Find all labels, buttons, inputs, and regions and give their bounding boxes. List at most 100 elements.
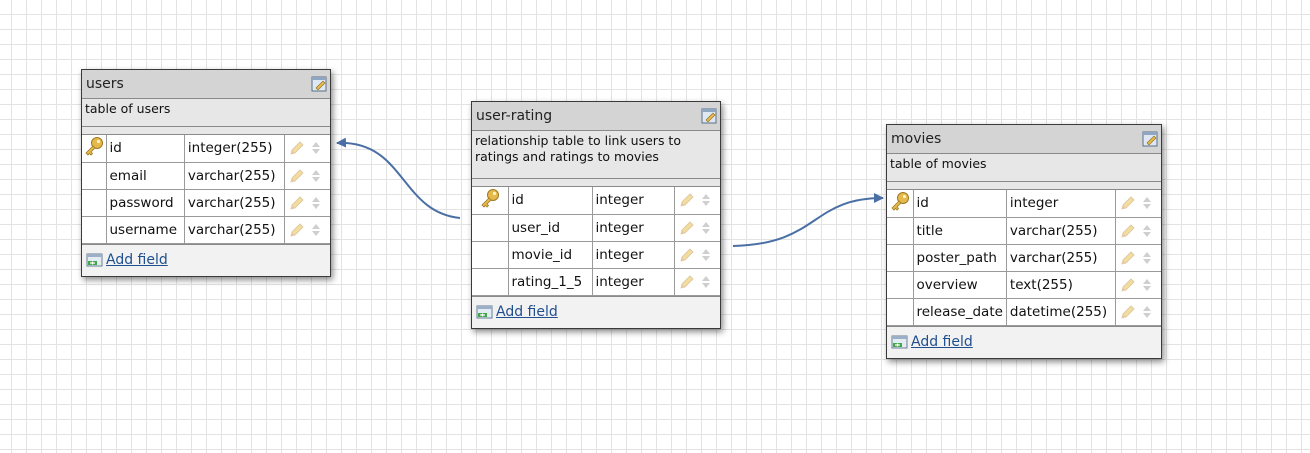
- key-cell: [887, 243, 914, 272]
- edit-table-icon[interactable]: [311, 75, 328, 92]
- field-row[interactable]: overview text(255): [887, 270, 1161, 299]
- field-name[interactable]: id: [912, 190, 1007, 218]
- field-name[interactable]: poster_path: [912, 243, 1007, 272]
- edit-field-pencil-icon[interactable]: [289, 222, 305, 238]
- field-type[interactable]: varchar(255): [183, 215, 285, 244]
- field-type[interactable]: varchar(255): [183, 188, 285, 217]
- reorder-arrows-icon[interactable]: [701, 274, 711, 290]
- field-actions: [673, 267, 720, 296]
- table-description[interactable]: table of movies: [887, 154, 1161, 182]
- reorder-arrows-icon[interactable]: [1142, 304, 1152, 320]
- edit-field-pencil-icon[interactable]: [1120, 195, 1136, 211]
- edit-field-pencil-icon[interactable]: [1120, 277, 1136, 293]
- add-field-icon[interactable]: [891, 334, 909, 350]
- edit-table-icon[interactable]: [701, 107, 718, 124]
- field-row[interactable]: movie_id integer: [472, 240, 720, 269]
- primary-key-icon: [481, 189, 499, 208]
- reorder-arrows-icon[interactable]: [311, 140, 321, 156]
- relation-user-rating-to-users[interactable]: [336, 137, 461, 219]
- field-name[interactable]: password: [105, 188, 185, 217]
- field-row[interactable]: id integer: [472, 187, 720, 215]
- field-type[interactable]: datetime(255): [1005, 297, 1116, 326]
- field-name[interactable]: title: [912, 216, 1007, 245]
- edit-field-pencil-icon[interactable]: [289, 168, 305, 184]
- field-row[interactable]: id integer: [887, 190, 1161, 218]
- field-type[interactable]: integer: [591, 213, 675, 242]
- field-row[interactable]: password varchar(255): [82, 188, 330, 217]
- field-actions: [1114, 297, 1161, 326]
- field-type[interactable]: integer: [591, 267, 675, 296]
- field-name[interactable]: id: [507, 187, 593, 215]
- fields-list: id integer user_id integer movie_id inte…: [472, 187, 720, 296]
- table-description[interactable]: table of users: [82, 99, 330, 127]
- field-name[interactable]: email: [105, 161, 185, 190]
- edit-field-pencil-icon[interactable]: [679, 220, 695, 236]
- field-name[interactable]: id: [105, 135, 185, 163]
- field-row[interactable]: user_id integer: [472, 213, 720, 242]
- field-row[interactable]: email varchar(255): [82, 161, 330, 190]
- field-type[interactable]: varchar(255): [183, 161, 285, 190]
- field-row[interactable]: id integer(255): [82, 135, 330, 163]
- field-actions: [1114, 216, 1161, 245]
- field-row[interactable]: release_date datetime(255): [887, 297, 1161, 326]
- reorder-arrows-icon[interactable]: [1142, 250, 1152, 266]
- key-cell: [472, 267, 509, 296]
- table-header[interactable]: users: [82, 70, 330, 99]
- key-cell: [887, 270, 914, 299]
- edit-field-pencil-icon[interactable]: [289, 140, 305, 156]
- relation-user-rating-to-movies[interactable]: [732, 193, 884, 247]
- field-actions: [1114, 190, 1161, 218]
- field-name[interactable]: username: [105, 215, 185, 244]
- reorder-arrows-icon[interactable]: [701, 247, 711, 263]
- field-row[interactable]: username varchar(255): [82, 215, 330, 244]
- table-user-rating[interactable]: user-rating relationship table to link u…: [471, 101, 721, 329]
- reorder-arrows-icon[interactable]: [1142, 195, 1152, 211]
- table-movies[interactable]: movies table of movies id integer title …: [886, 124, 1162, 359]
- add-field-link[interactable]: Add field: [106, 251, 168, 268]
- field-type[interactable]: integer(255): [183, 135, 285, 163]
- edit-field-pencil-icon[interactable]: [289, 195, 305, 211]
- field-type[interactable]: integer: [591, 187, 675, 215]
- key-cell: [82, 161, 107, 190]
- edit-field-pencil-icon[interactable]: [679, 192, 695, 208]
- edit-field-pencil-icon[interactable]: [1120, 250, 1136, 266]
- add-field-link[interactable]: Add field: [911, 333, 973, 350]
- field-type[interactable]: varchar(255): [1005, 216, 1116, 245]
- field-actions: [283, 215, 330, 244]
- edit-field-pencil-icon[interactable]: [679, 274, 695, 290]
- fields-list: id integer title varchar(255) poster_pat…: [887, 190, 1161, 326]
- add-field-icon[interactable]: [86, 252, 104, 268]
- field-row[interactable]: rating_1_5 integer: [472, 267, 720, 296]
- table-users[interactable]: users table of users id integer(255) ema…: [81, 69, 331, 277]
- field-type[interactable]: integer: [591, 240, 675, 269]
- edit-field-pencil-icon[interactable]: [679, 247, 695, 263]
- table-header[interactable]: movies: [887, 125, 1161, 154]
- field-name[interactable]: rating_1_5: [507, 267, 593, 296]
- field-name[interactable]: overview: [912, 270, 1007, 299]
- reorder-arrows-icon[interactable]: [311, 168, 321, 184]
- add-field-icon[interactable]: [476, 304, 494, 320]
- field-type[interactable]: varchar(255): [1005, 243, 1116, 272]
- field-type[interactable]: integer: [1005, 190, 1116, 218]
- field-name[interactable]: release_date: [912, 297, 1007, 326]
- key-cell: [887, 297, 914, 326]
- spacer: [472, 179, 720, 187]
- reorder-arrows-icon[interactable]: [311, 222, 321, 238]
- field-type[interactable]: text(255): [1005, 270, 1116, 299]
- field-row[interactable]: poster_path varchar(255): [887, 243, 1161, 272]
- edit-table-icon[interactable]: [1142, 130, 1159, 147]
- table-description[interactable]: relationship table to link users to rati…: [472, 131, 720, 179]
- reorder-arrows-icon[interactable]: [1142, 277, 1152, 293]
- edit-field-pencil-icon[interactable]: [1120, 223, 1136, 239]
- reorder-arrows-icon[interactable]: [701, 192, 711, 208]
- reorder-arrows-icon[interactable]: [701, 220, 711, 236]
- add-field-link[interactable]: Add field: [496, 303, 558, 320]
- table-header[interactable]: user-rating: [472, 102, 720, 131]
- field-name[interactable]: movie_id: [507, 240, 593, 269]
- key-cell: [82, 135, 107, 163]
- field-name[interactable]: user_id: [507, 213, 593, 242]
- reorder-arrows-icon[interactable]: [311, 195, 321, 211]
- reorder-arrows-icon[interactable]: [1142, 223, 1152, 239]
- edit-field-pencil-icon[interactable]: [1120, 304, 1136, 320]
- field-row[interactable]: title varchar(255): [887, 216, 1161, 245]
